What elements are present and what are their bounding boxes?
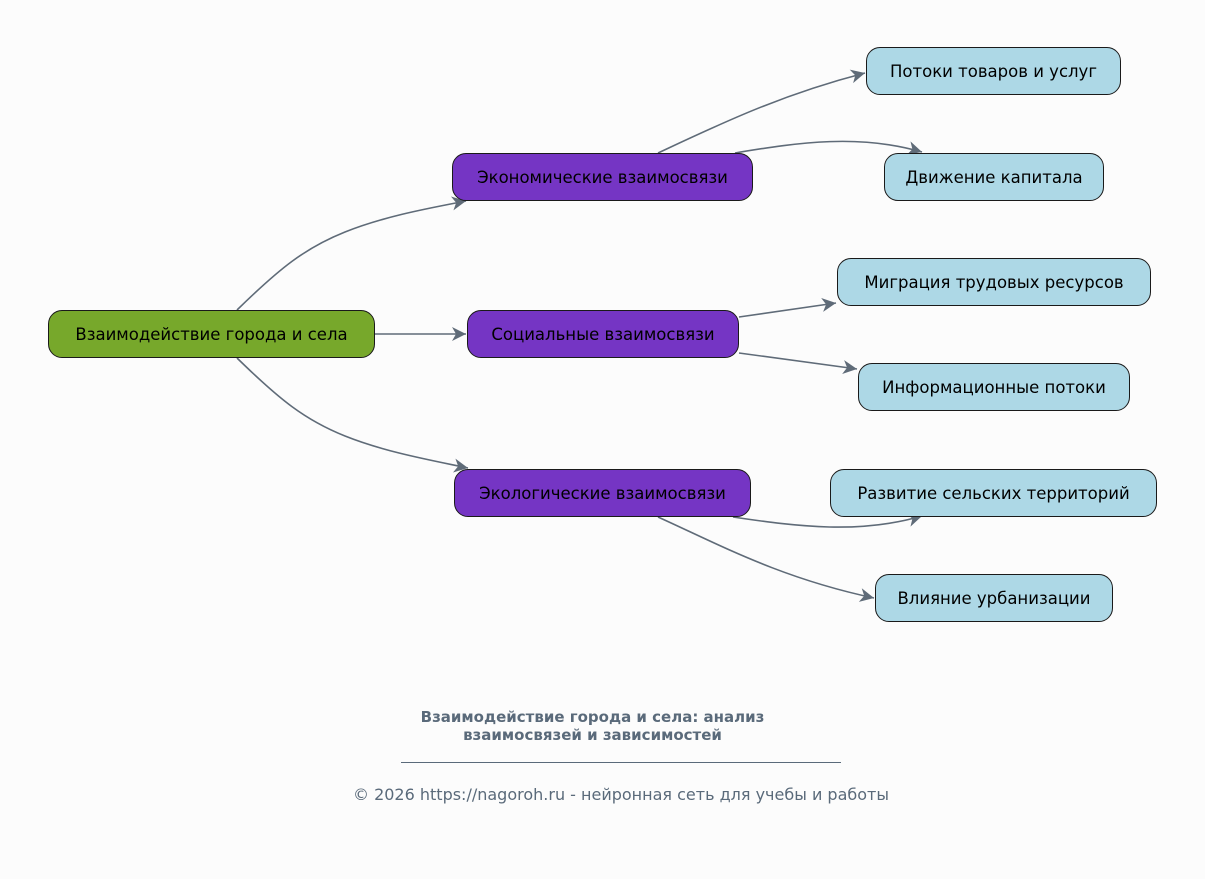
node-label: Миграция трудовых ресурсов <box>864 272 1124 292</box>
edge-ecological-rural <box>732 515 923 528</box>
diagram-title: Взаимодействие города и села: анализ вза… <box>0 708 1205 744</box>
node-label: Информационные потоки <box>882 377 1106 397</box>
title-line-2: взаимосвязей и зависимостей <box>463 726 722 744</box>
node-label: Экологические взаимосвязи <box>479 483 726 503</box>
node-social[interactable]: Социальные взаимосвязи <box>467 310 739 358</box>
edge-social-information <box>738 352 858 370</box>
node-rural-development[interactable]: Развитие сельских территорий <box>830 469 1157 517</box>
arrowhead-icon <box>858 588 874 602</box>
node-goods-services-flows[interactable]: Потоки товаров и услуг <box>866 47 1121 95</box>
arrowhead-icon <box>821 298 836 312</box>
edge-root-economic <box>236 200 467 311</box>
node-label: Движение капитала <box>905 167 1083 187</box>
node-labor-migration[interactable]: Миграция трудовых ресурсов <box>837 258 1151 306</box>
node-label: Экономические взаимосвязи <box>477 167 728 187</box>
footer-copyright: © 2026 https://nagoroh.ru - нейронная се… <box>352 785 889 804</box>
arrowhead-icon <box>452 327 466 341</box>
node-information-flows[interactable]: Информационные потоки <box>858 363 1130 411</box>
node-capital-movement[interactable]: Движение капитала <box>884 153 1104 201</box>
edge-economic-goods <box>657 72 866 154</box>
title-line-1: Взаимодействие города и села: анализ <box>420 708 765 726</box>
arrowhead-icon <box>849 69 865 84</box>
arrowhead-icon <box>906 141 922 155</box>
edge-social-migration <box>738 302 837 318</box>
edge-ecological-urbanization <box>657 516 875 599</box>
node-urbanization-impact[interactable]: Влияние урбанизации <box>875 574 1113 622</box>
node-label: Влияние урбанизации <box>897 588 1091 608</box>
edge-root-ecological <box>236 357 469 469</box>
node-label: Потоки товаров и услуг <box>889 61 1097 81</box>
divider <box>401 762 841 763</box>
node-economic[interactable]: Экономические взаимосвязи <box>452 153 753 201</box>
node-root[interactable]: Взаимодействие города и села <box>48 310 375 358</box>
node-label: Социальные взаимосвязи <box>491 324 715 344</box>
node-label: Взаимодействие города и села <box>75 324 348 344</box>
arrowhead-icon <box>842 360 857 374</box>
node-ecological[interactable]: Экологические взаимосвязи <box>454 469 751 517</box>
edge-economic-capital <box>734 140 923 154</box>
node-label: Развитие сельских территорий <box>857 483 1130 503</box>
